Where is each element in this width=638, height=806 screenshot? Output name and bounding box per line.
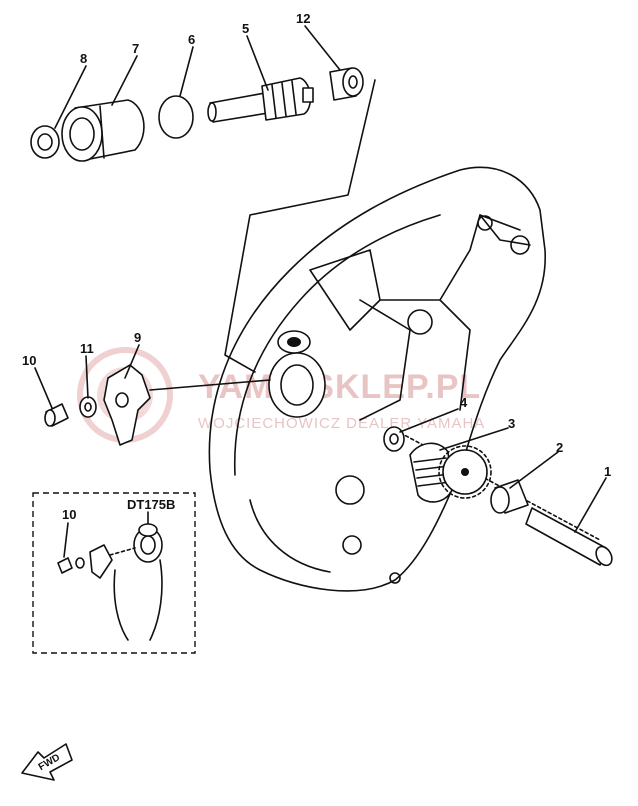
inset-washer (75, 557, 85, 569)
shaft-end (302, 87, 314, 103)
bolt-face (44, 409, 56, 427)
washer-4-outer (383, 426, 405, 452)
leader-7 (111, 55, 138, 106)
gear-spur-teeth (438, 445, 492, 499)
seal-inner (37, 133, 53, 151)
crankcase-boss-1 (407, 309, 433, 335)
collar-2-face (490, 486, 510, 514)
callout-numbers: 8 7 6 5 12 10 11 9 4 3 2 1 (22, 11, 611, 479)
inset-axis (109, 547, 136, 556)
leader-9 (124, 344, 140, 379)
leader-shaft-to-boss (224, 79, 376, 373)
leader-12 (304, 25, 341, 71)
crankcase-inner-rim (233, 214, 441, 476)
fwd-arrow (21, 743, 73, 781)
callout-9: 9 (134, 330, 141, 345)
shaft-boss-hole (287, 337, 301, 347)
part-1-shaft (525, 507, 613, 567)
part-12-collar (329, 67, 364, 101)
housing-face (61, 106, 103, 162)
crankcase-rib-3 (359, 299, 411, 421)
callout-4: 4 (460, 395, 468, 410)
part-9-stopper-plate (103, 364, 151, 446)
seal-outer (30, 125, 60, 159)
shaft-gear-teeth (271, 80, 297, 119)
inset-boss-top (138, 523, 158, 537)
callout-2: 2 (556, 440, 563, 455)
crankcase-rib-4 (439, 299, 471, 411)
part-4-washer (383, 426, 405, 452)
shaft-boss-bore (280, 364, 314, 406)
crankcase-boss-3 (477, 215, 493, 231)
inset-frame (32, 492, 196, 654)
part-6-o-ring (158, 95, 194, 139)
callout-6: 6 (188, 32, 195, 47)
part-3-driven-gear (409, 442, 492, 503)
collar-bore (348, 75, 358, 89)
housing-step (99, 105, 105, 159)
callout-5: 5 (242, 21, 249, 36)
gear-worm-threads (413, 457, 451, 487)
part-11-washer (79, 396, 97, 418)
collar-face (342, 67, 364, 97)
leader-3 (439, 427, 509, 451)
crankcase-outer (208, 166, 546, 592)
leader-5 (246, 35, 269, 91)
crankcase-fitting-2 (342, 535, 362, 555)
pin-end (595, 545, 613, 567)
callout-8: 8 (80, 51, 87, 66)
plate-hole (115, 392, 129, 408)
inset-model-label: DT175B (127, 497, 175, 512)
watermark-main-text: YAMA-SKLEP.PL (198, 368, 481, 406)
leader-6 (179, 46, 194, 97)
leader-plate-to-boss (149, 379, 271, 391)
callout-3: 3 (508, 416, 515, 431)
watermark-sub-text: WOJCIECHOWICZ DEALER YAMAHA (198, 415, 485, 432)
part-2-collar (490, 479, 529, 514)
callout-12: 12 (296, 11, 310, 26)
leader-11 (85, 355, 89, 399)
crankcase-rib-1 (309, 249, 381, 331)
inset-case-section (113, 559, 163, 641)
washer-outer (79, 396, 97, 418)
callout-1: 1 (604, 464, 611, 479)
inset-dt175b: DT175B 10 (32, 492, 196, 654)
crankcase-rib-5 (479, 214, 531, 246)
part-7-housing (61, 99, 145, 162)
leader-10 (34, 367, 53, 409)
shaft-boss (268, 352, 326, 418)
part-5-drive-gear-shaft (207, 77, 314, 123)
part-10-bolt (44, 403, 69, 427)
crankcase-fitting-1 (335, 475, 365, 505)
inset-bolt (57, 557, 73, 574)
shaft-tip (207, 102, 217, 122)
crankcase-boss-2 (510, 235, 530, 255)
callout-10: 10 (22, 353, 36, 368)
inset-callout-10: 10 (62, 507, 76, 522)
pin-body (525, 507, 607, 566)
leader-8 (54, 65, 87, 129)
callout-11: 11 (80, 341, 94, 356)
leader-1 (574, 477, 607, 533)
gear-bore (461, 468, 469, 476)
crankcase-lower-rim (249, 499, 331, 573)
fwd-indicator: FWD (21, 743, 73, 781)
callout-7: 7 (132, 41, 139, 56)
washer-4-inner (389, 433, 399, 445)
crankcase-rib-2 (379, 214, 521, 301)
washer-inner (84, 402, 92, 412)
inset-plate (89, 544, 113, 579)
inset-leader-10 (63, 522, 69, 558)
callout-leaders (34, 25, 607, 533)
part-8-oil-seal (30, 125, 60, 159)
housing-thread (69, 117, 95, 151)
crankcase-fitting-3 (389, 572, 401, 584)
shaft-body (209, 92, 269, 123)
leader-2 (509, 451, 559, 489)
leader-4 (399, 408, 459, 433)
crankcase (208, 166, 546, 592)
